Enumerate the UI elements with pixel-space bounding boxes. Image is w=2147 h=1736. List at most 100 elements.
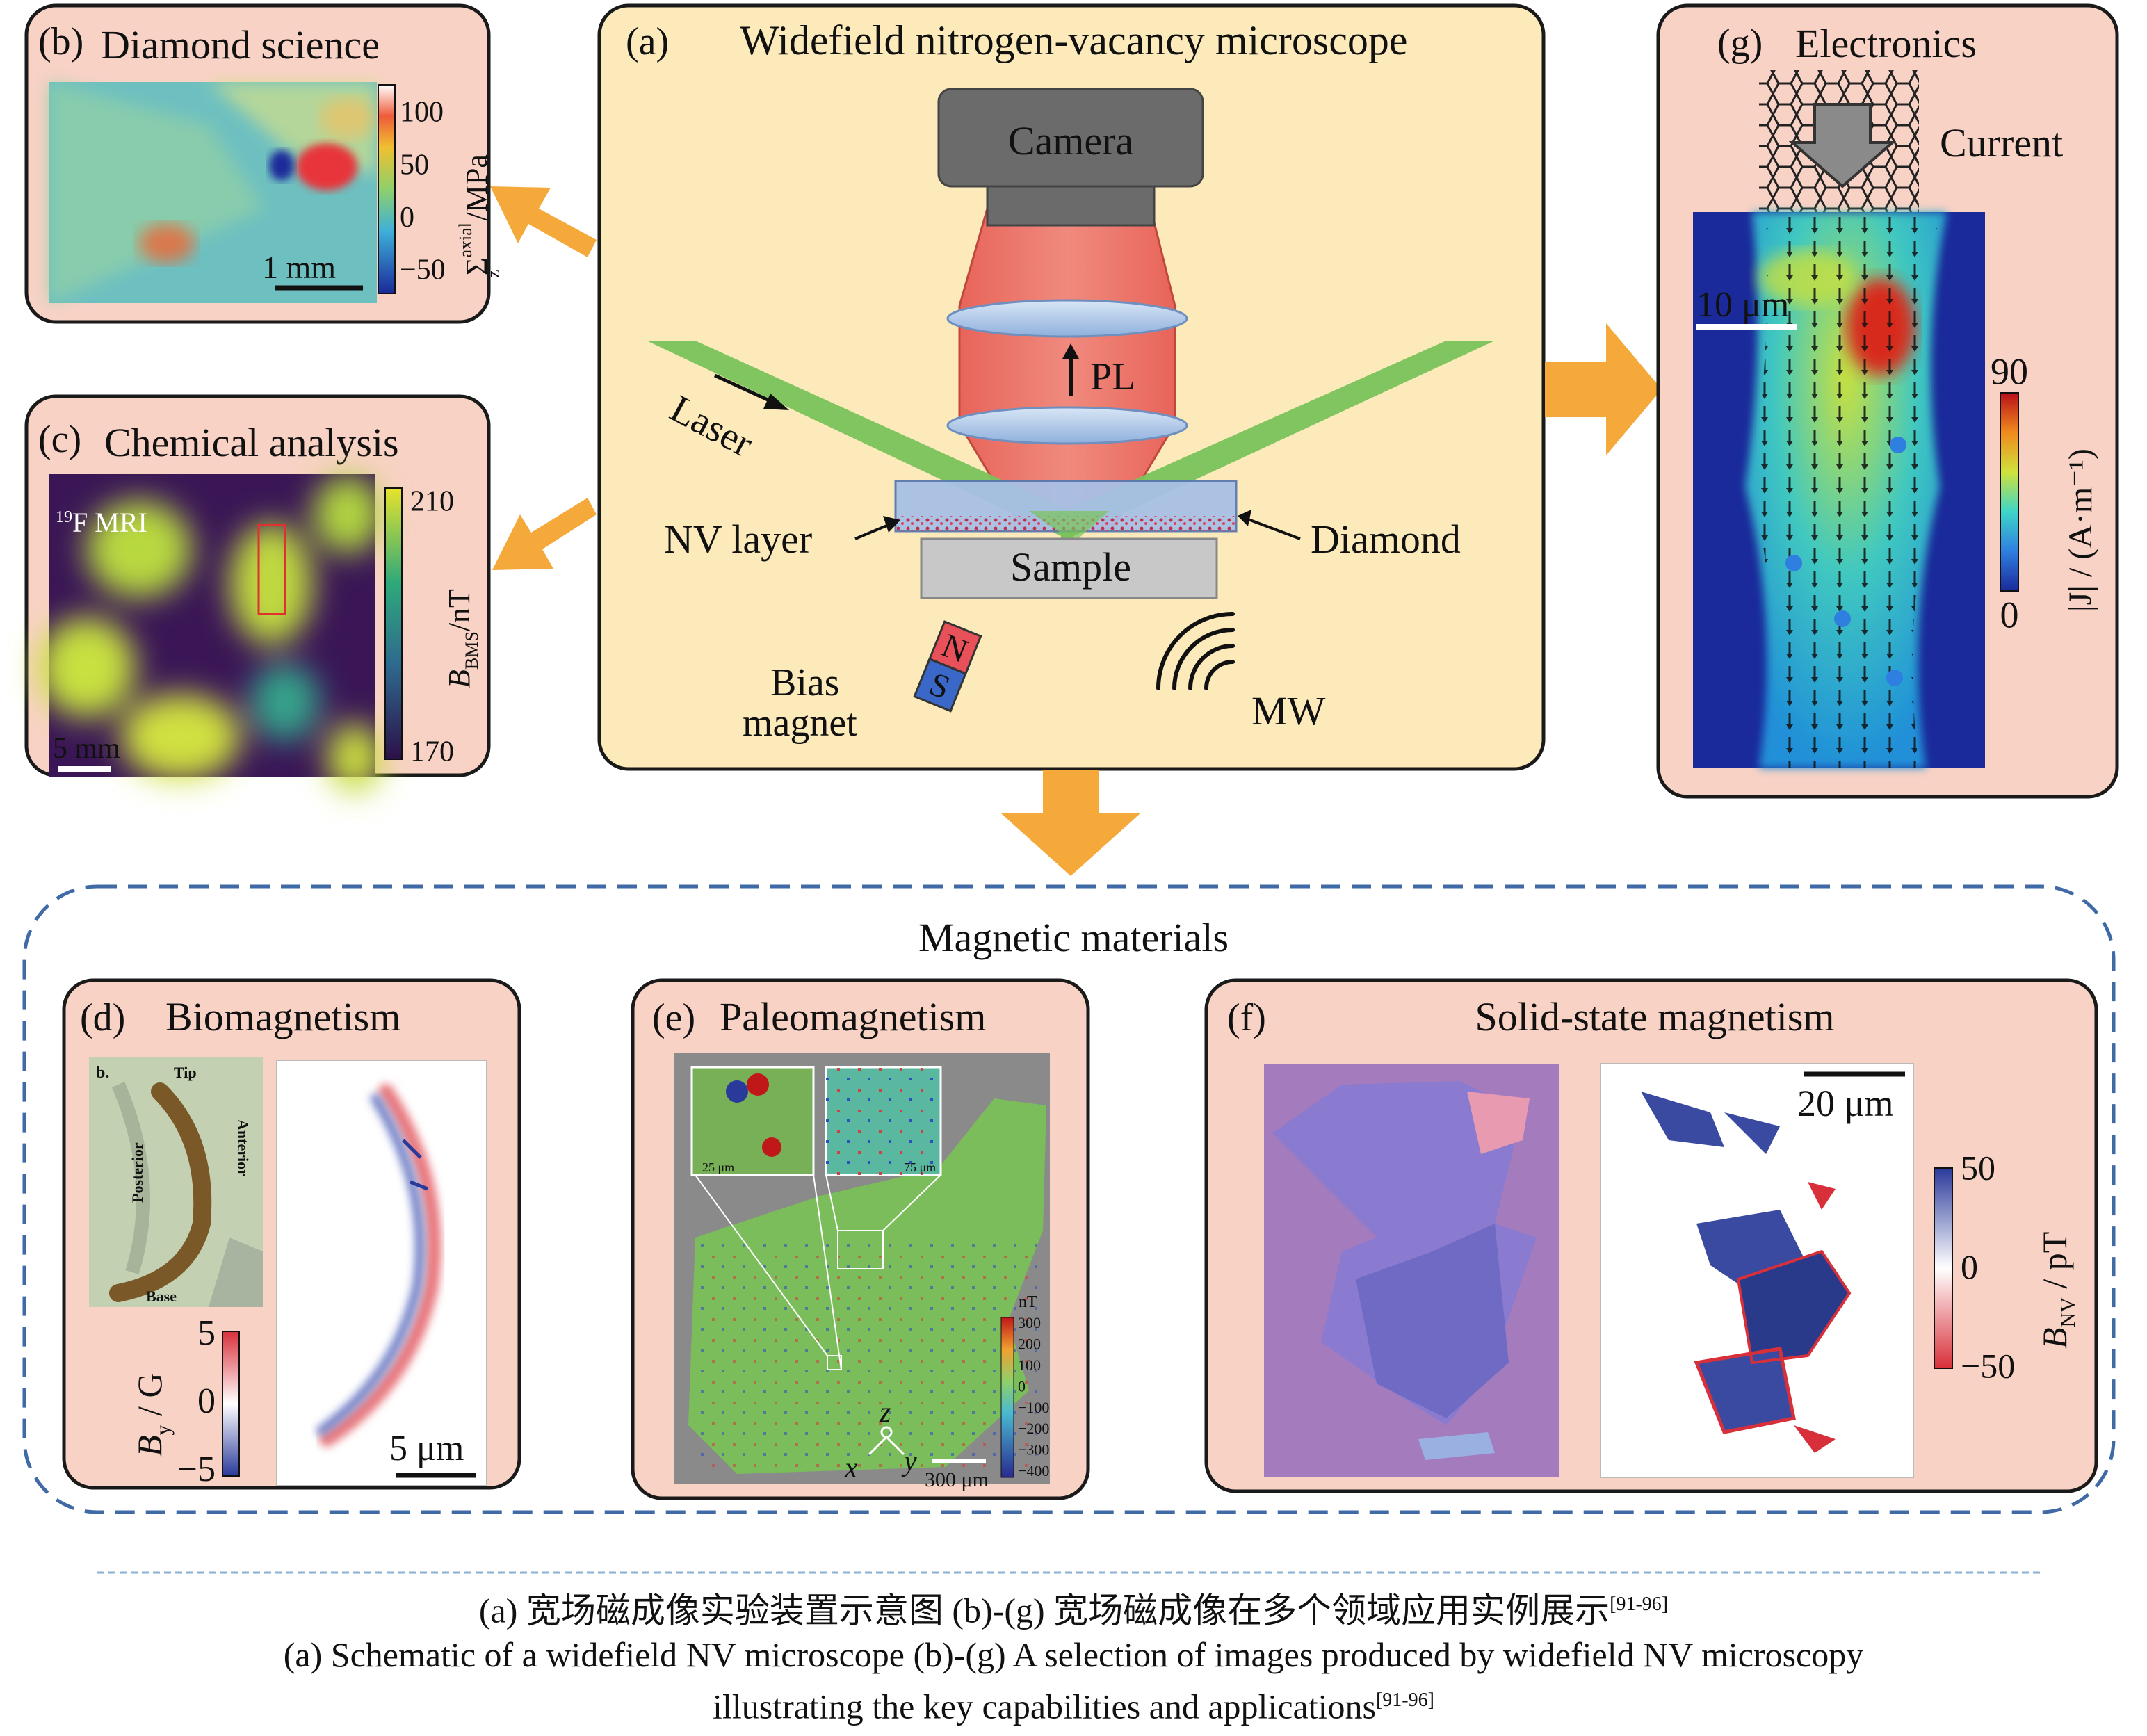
panel-e-image: [674, 1053, 1050, 1484]
mw-waves-icon: [1156, 612, 1235, 690]
panel-e-axes-icon: [868, 1426, 905, 1456]
sample-label: Sample: [1010, 544, 1131, 590]
camera-label: Camera: [1008, 118, 1133, 163]
panel-a-label: (a): [626, 20, 669, 63]
current-arrow: [1788, 103, 1897, 188]
pl-label: PL: [1090, 355, 1135, 398]
panel-b-colorbar-tick: −50: [400, 254, 446, 286]
panel-c-scale-label: 5 mm: [53, 733, 120, 765]
caption-chinese: (a) 宽场磁成像实验装置示意图 (b)-(g) 宽场磁成像在多个领域应用实例展…: [478, 1591, 1669, 1630]
arrow-to-b: [490, 186, 597, 257]
panel-a-title: Widefield nitrogen-vacancy microscope: [740, 17, 1408, 63]
panel-f-colorbar-tick: 50: [1961, 1148, 1995, 1187]
bias-magnet: N S: [913, 620, 982, 713]
panel-g-scale-label: 10 μm: [1696, 285, 1789, 325]
materials-group-border: [22, 884, 2116, 1514]
panel-f-colorbar: [1934, 1167, 1953, 1369]
sample-block: [920, 537, 1218, 599]
panel-f-magnetic-image: [1600, 1063, 1914, 1478]
panel-g-label: (g): [1717, 22, 1763, 65]
panel-d-photo-base: Base: [146, 1288, 177, 1305]
figure-canvas: (a) Widefield nitrogen-vacancy microscop…: [22, 3, 2119, 1574]
panel-d-colorbar-ticks: 5 0 −5: [177, 1313, 216, 1489]
panel-f-colorbar-tick: 0: [1961, 1247, 1978, 1286]
panel-g-colorbar-label: |J| / (A·m⁻¹): [2062, 448, 2099, 612]
panel-g-image: [1693, 212, 1985, 768]
panel-g-title: Electronics: [1795, 21, 1977, 66]
panel-c-colorbar: [384, 487, 403, 760]
panel-e-axis-x: x: [844, 1452, 858, 1484]
panel-f-optical-image: [1264, 1064, 1559, 1477]
panel-f-scale-label: 20 μm: [1797, 1082, 1893, 1124]
panel-f-label: (f): [1227, 996, 1266, 1039]
panel-c-colorbar-tick: 210: [410, 486, 454, 518]
panel-c-inset-label: 19F MRI: [56, 507, 147, 538]
arrow-to-materials: [1001, 770, 1140, 876]
laser-arrow-shaft: [713, 373, 777, 405]
caption-english-line1: (a) Schematic of a widefield NV microsco…: [283, 1635, 1864, 1674]
panel-d-photo: [89, 1057, 263, 1307]
pl-arrow-head: [1062, 343, 1079, 359]
panel-e-colorbar-tick: 100: [1018, 1356, 1041, 1374]
panel-d-scale-label: 5 μm: [389, 1429, 464, 1468]
diamond-label: Diamond: [1311, 517, 1461, 562]
laser-arrow-head: [763, 394, 789, 410]
panel-d-colorbar: [222, 1331, 240, 1477]
panel-f-colorbar-label: BNV / pT: [2035, 1232, 2080, 1349]
panel-c-label: (c): [38, 418, 81, 461]
panel-b-colorbar-label: Σaxialz /MPa: [455, 154, 503, 278]
arrow-to-c: [492, 498, 597, 570]
panel-d-photo-tag: b.: [96, 1064, 109, 1082]
panel-e-colorbar-tick: 200: [1018, 1335, 1041, 1352]
panel-e-inset2-scale: 75 μm: [904, 1160, 936, 1174]
panel-d-colorbar-tick: −5: [177, 1450, 216, 1489]
panel-c-title: Chemical analysis: [104, 420, 399, 465]
panel-e-label: (e): [652, 996, 695, 1039]
panel-b-colorbar: [378, 84, 396, 294]
panel-f-colorbar-tick: −50: [1961, 1346, 2015, 1385]
arrow-to-g: [1545, 323, 1662, 455]
panel-e-colorbar: [1000, 1317, 1014, 1478]
panel-b-colorbar-tick: 0: [400, 202, 414, 234]
panel-e-colorbar-tick: 0: [1018, 1377, 1026, 1395]
panel-f-colorbar-ticks: 50 0 −50: [1961, 1148, 2015, 1385]
nv-layer-pointer-head: [883, 516, 900, 533]
panel-e-colorbar-tick: −200: [1018, 1420, 1049, 1437]
panel-d-colorbar-tick: 5: [197, 1313, 216, 1353]
panel-e-colorbar-unit: nT: [1019, 1293, 1037, 1311]
diamond-pointer: [1244, 517, 1301, 540]
bias-label-1: Bias: [770, 661, 840, 704]
camera-mount: [986, 185, 1156, 227]
panel-b-label: (b): [38, 20, 83, 63]
bias-label-2: magnet: [743, 701, 857, 745]
panel-d-photo-posterior: Posterior: [129, 1142, 146, 1203]
panel-g-colorbar-ticks: 90 0: [1991, 350, 2028, 635]
panel-b-image: [49, 82, 377, 303]
panel-b-colorbar-tick: 50: [400, 149, 429, 181]
panel-e-colorbar-tick: 300: [1018, 1314, 1041, 1331]
materials-group-title: Magnetic materials: [918, 915, 1229, 960]
panel-g-colorbar-tick: 90: [1991, 350, 2028, 392]
panel-e-colorbar-tick: −100: [1018, 1399, 1049, 1416]
current-label: Current: [1940, 120, 2063, 165]
diamond-pointer-head: [1238, 510, 1251, 526]
mw-label: MW: [1251, 688, 1326, 733]
panel-c-colorbar-tick: 170: [410, 736, 454, 768]
panel-d-colorbar-tick: 0: [197, 1381, 216, 1421]
nv-layer-label: NV layer: [664, 517, 812, 562]
panel-e-scale-label: 300 μm: [925, 1468, 989, 1491]
panel-e-axis-z: z: [879, 1397, 891, 1429]
panel-d-title: Biomagnetism: [165, 994, 400, 1039]
panel-e-colorbar-tick: −300: [1018, 1441, 1049, 1459]
panel-d-photo-tip: Tip: [174, 1064, 197, 1081]
panel-b-scale-label: 1 mm: [262, 250, 336, 285]
panel-e-inset1-scale: 25 μm: [702, 1160, 734, 1174]
panel-c-colorbar-label: BBMS/nT: [442, 589, 482, 688]
panel-e-axis-y: y: [901, 1445, 917, 1477]
panel-g-colorbar-tick: 0: [2000, 594, 2019, 635]
panel-b-title: Diamond science: [101, 22, 380, 67]
panel-e-title: Paleomagnetism: [720, 994, 986, 1039]
